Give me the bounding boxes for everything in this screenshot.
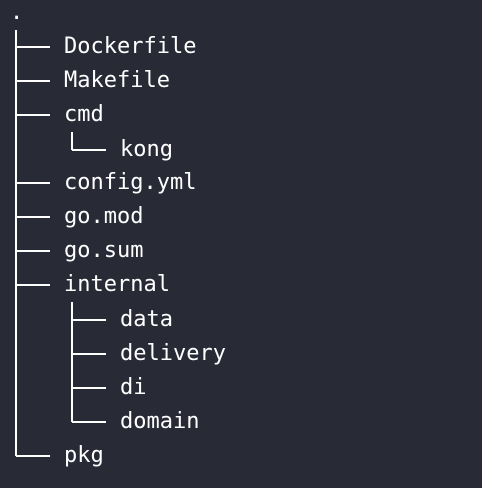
tree-item-dockerfile[interactable]: Dockerfile bbox=[64, 34, 197, 59]
tree-item-domain[interactable]: domain bbox=[120, 409, 200, 434]
tree-item-delivery[interactable]: delivery bbox=[120, 341, 226, 366]
tree-item-cmd[interactable]: cmd bbox=[64, 102, 104, 127]
tree-item-data[interactable]: data bbox=[120, 307, 173, 332]
tree-item-gosum[interactable]: go.sum bbox=[64, 238, 144, 263]
tree-item-config[interactable]: config.yml bbox=[64, 170, 197, 195]
tree-item-di[interactable]: di bbox=[120, 375, 147, 400]
tree-item-gomod[interactable]: go.mod bbox=[64, 204, 144, 229]
tree-item-internal[interactable]: internal bbox=[64, 272, 170, 297]
tree-item-pkg[interactable]: pkg bbox=[64, 443, 104, 468]
tree-item-kong[interactable]: kong bbox=[120, 137, 173, 162]
tree-root: . bbox=[10, 0, 24, 25]
tree-item-makefile[interactable]: Makefile bbox=[64, 68, 170, 93]
